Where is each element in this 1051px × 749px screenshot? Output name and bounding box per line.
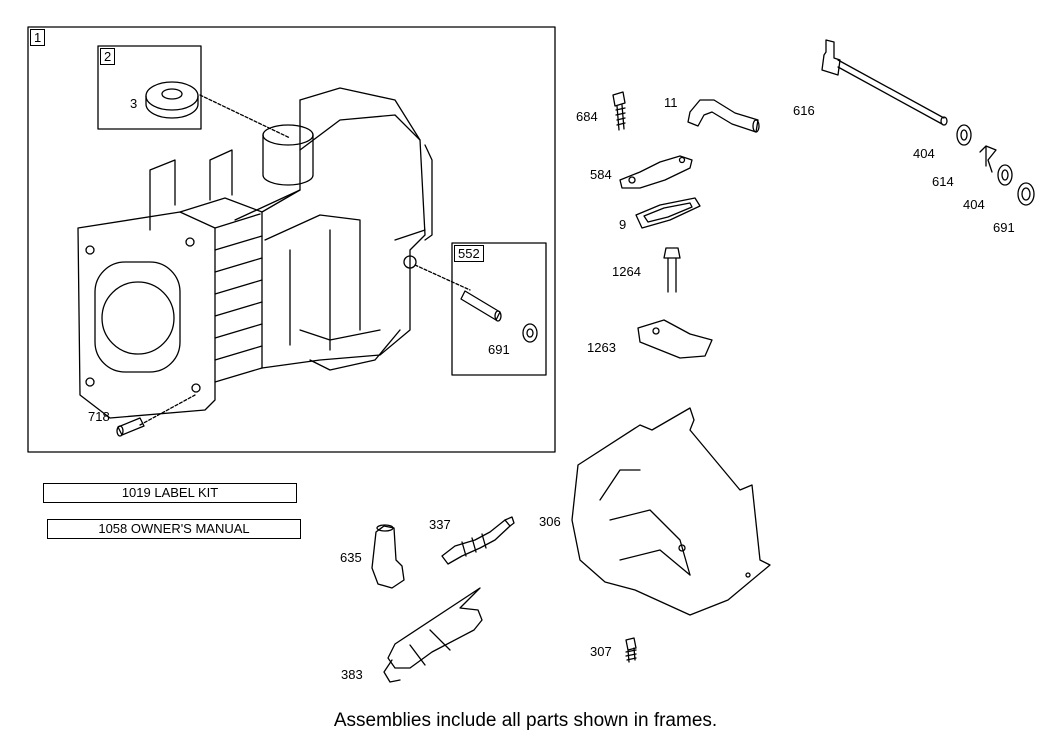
part-label-616: 616 bbox=[793, 103, 815, 118]
cylinder-block-part-1 bbox=[77, 87, 433, 419]
owners-manual-box: 1058 OWNER'S MANUAL bbox=[47, 519, 301, 539]
part-label-1263: 1263 bbox=[587, 340, 616, 355]
spark-plug-part-337 bbox=[441, 516, 515, 565]
label-kit-box: 1019 LABEL KIT bbox=[43, 483, 297, 503]
seal-part-3 bbox=[145, 81, 199, 119]
gasket-part-9 bbox=[635, 197, 701, 229]
screw-part-307 bbox=[625, 637, 637, 663]
part-label-1264: 1264 bbox=[612, 264, 641, 279]
part-label-684: 684 bbox=[576, 109, 598, 124]
part-label-718: 718 bbox=[88, 409, 110, 424]
bolt-part-684 bbox=[612, 91, 626, 131]
clip-part-614 bbox=[979, 145, 997, 173]
dowel-pin-part-718 bbox=[116, 417, 145, 437]
screw-part-1264 bbox=[663, 247, 681, 293]
part-label-11: 11 bbox=[664, 95, 678, 110]
part-label-691: 691 bbox=[488, 342, 510, 357]
washer-part-404a bbox=[956, 124, 972, 146]
part-label-9: 9 bbox=[619, 217, 627, 232]
part-label-306: 306 bbox=[539, 514, 561, 529]
frame-2-border bbox=[97, 45, 202, 130]
frame-552-border bbox=[451, 242, 547, 376]
plate-part-1263 bbox=[637, 319, 713, 359]
frame-tag-1: 1 bbox=[30, 29, 46, 46]
part-label-383: 383 bbox=[341, 667, 363, 682]
part-label-3: 3 bbox=[130, 96, 138, 111]
spark-plug-boot-part-635 bbox=[371, 524, 405, 589]
part-label-337: 337 bbox=[429, 517, 451, 532]
part-label-691-b: 691 bbox=[993, 220, 1015, 235]
cover-part-584 bbox=[619, 155, 693, 189]
part-label-404-b: 404 bbox=[963, 197, 985, 212]
breather-tube-part-11 bbox=[687, 99, 760, 133]
part-label-614: 614 bbox=[932, 174, 954, 189]
spark-plug-tool-part-383 bbox=[383, 587, 483, 683]
frame-tag-2: 2 bbox=[100, 48, 116, 65]
part-label-584: 584 bbox=[590, 167, 612, 182]
washer-part-691b bbox=[1017, 182, 1035, 206]
part-label-307: 307 bbox=[590, 644, 612, 659]
footer-note: Assemblies include all parts shown in fr… bbox=[333, 710, 718, 731]
frame-1-border bbox=[27, 26, 556, 453]
washer-part-404b bbox=[997, 164, 1013, 186]
frame-tag-552: 552 bbox=[454, 245, 484, 262]
nut-part-691a bbox=[522, 323, 538, 343]
shaft-part-616 bbox=[821, 39, 948, 126]
pin-part-552 bbox=[460, 290, 502, 322]
blower-housing-part-306 bbox=[571, 407, 771, 616]
part-label-635: 635 bbox=[340, 550, 362, 565]
part-label-404: 404 bbox=[913, 146, 935, 161]
